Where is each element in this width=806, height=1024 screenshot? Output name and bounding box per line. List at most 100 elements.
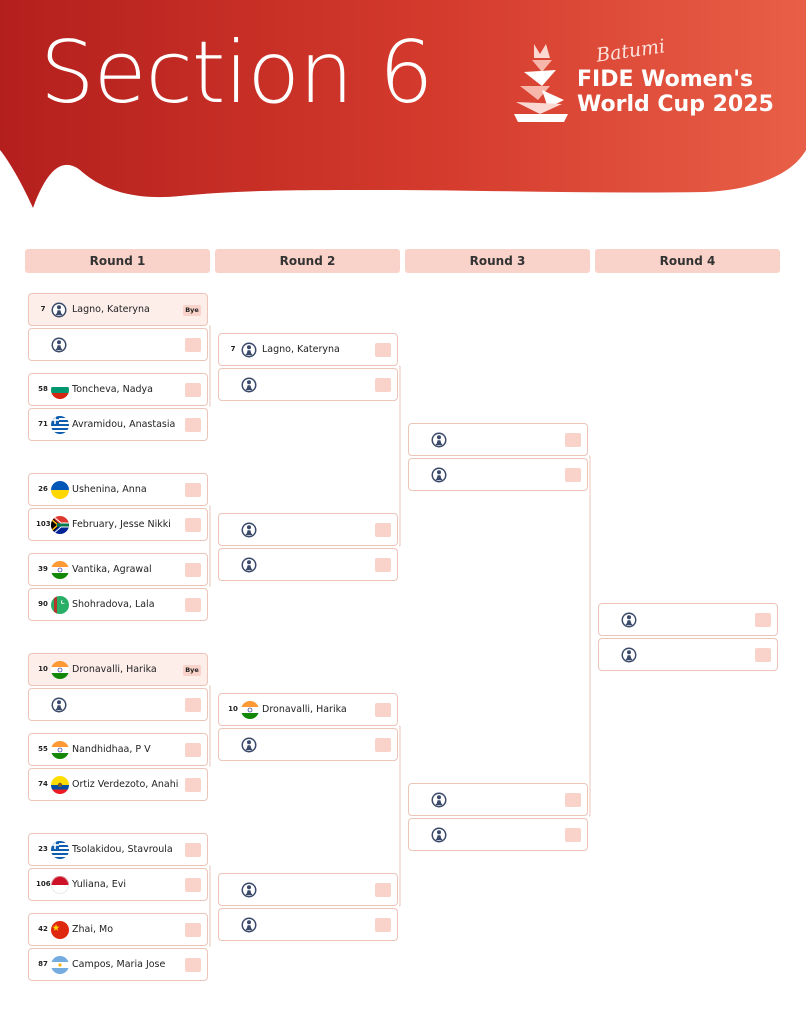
score-box[interactable] [185,563,201,577]
score-box[interactable] [185,518,201,532]
fide-pawn-icon [51,302,67,318]
player-slot[interactable] [408,458,588,491]
seed-number: 87 [38,960,48,968]
player-slot[interactable]: 7 Lagno, Kateryna [218,333,398,366]
player-slot[interactable] [218,908,398,941]
player-slot[interactable] [408,818,588,851]
score-box[interactable] [185,418,201,432]
score-box[interactable] [185,923,201,937]
score-box[interactable] [185,843,201,857]
fide-pawn-icon [431,827,447,843]
india-flag-icon [51,661,69,679]
player-slot[interactable] [598,638,778,671]
player-name: Ortiz Verdezoto, Anahi [72,779,179,790]
score-box[interactable] [565,433,581,447]
score-box[interactable] [185,878,201,892]
score-box[interactable] [375,378,391,392]
player-slot[interactable] [408,423,588,456]
seed-number: 42 [38,925,48,933]
player-slot[interactable] [598,603,778,636]
china-flag-icon [51,921,69,939]
player-slot[interactable] [28,328,208,361]
score-box[interactable] [375,738,391,752]
score-box[interactable] [565,828,581,842]
round-1-header: Round 1 [25,249,210,273]
player-slot[interactable]: 74 Ortiz Verdezoto, Anahi [28,768,208,801]
score-box[interactable] [185,743,201,757]
score-box[interactable] [755,613,771,627]
score-box[interactable] [565,793,581,807]
fide-pawn-icon [621,647,637,663]
round-2-header: Round 2 [215,249,400,273]
seed-number: 10 [38,665,48,673]
round-3-header: Round 3 [405,249,590,273]
player-slot[interactable] [218,513,398,546]
player-slot[interactable] [218,548,398,581]
player-name: February, Jesse Nikki [72,519,171,530]
player-slot[interactable] [408,783,588,816]
player-name: Lagno, Kateryna [72,304,150,315]
score-box[interactable] [375,558,391,572]
player-slot[interactable]: 7 Lagno, Kateryna Bye [28,293,208,326]
player-slot[interactable]: 42 Zhai, Mo [28,913,208,946]
player-name: Avramidou, Anastasia [72,419,176,430]
ecuador-flag-icon [51,776,69,794]
player-name: Lagno, Kateryna [262,344,340,355]
player-slot[interactable] [218,728,398,761]
fide-pawn-icon [241,342,257,358]
header-banner: Section 6 Batumi FIDE Women's World Cup … [0,0,806,215]
player-name: Zhai, Mo [72,924,114,935]
score-box[interactable] [375,918,391,932]
player-slot[interactable] [28,688,208,721]
brand-title-line1: FIDE Women's [577,67,754,92]
player-name: Toncheva, Nadya [72,384,153,395]
argentina-flag-icon [51,956,69,974]
player-slot[interactable]: 103 February, Jesse Nikki [28,508,208,541]
fide-pawn-icon [241,737,257,753]
score-box[interactable] [565,468,581,482]
score-box[interactable] [185,483,201,497]
score-box[interactable] [185,598,201,612]
bye-badge: Bye [183,305,201,316]
seed-number: 7 [40,305,46,313]
player-name: Nandhidhaa, P V [72,744,151,755]
score-box[interactable] [375,343,391,357]
player-name: Vantika, Agrawal [72,564,152,575]
seed-number: 103 [36,520,51,528]
score-box[interactable] [375,523,391,537]
player-slot[interactable] [218,873,398,906]
score-box[interactable] [185,958,201,972]
indonesia-flag-icon [51,876,69,894]
seed-number: 74 [38,780,48,788]
seed-number: 106 [36,880,51,888]
seed-number: 10 [228,705,238,713]
bulgaria-flag-icon [51,381,69,399]
india-flag-icon [51,741,69,759]
round-4-header: Round 4 [595,249,780,273]
score-box[interactable] [185,338,201,352]
fide-pawn-icon [241,522,257,538]
south-africa-flag-icon [51,516,69,534]
player-name: Shohradova, Lala [72,599,155,610]
score-box[interactable] [375,883,391,897]
fide-pawn-icon [241,557,257,573]
seed-number: 7 [230,345,236,353]
player-slot[interactable] [218,368,398,401]
score-box[interactable] [185,698,201,712]
score-box[interactable] [185,778,201,792]
score-box[interactable] [185,383,201,397]
score-box[interactable] [755,648,771,662]
score-box[interactable] [375,703,391,717]
brand-title-line2: World Cup 2025 [577,92,774,117]
